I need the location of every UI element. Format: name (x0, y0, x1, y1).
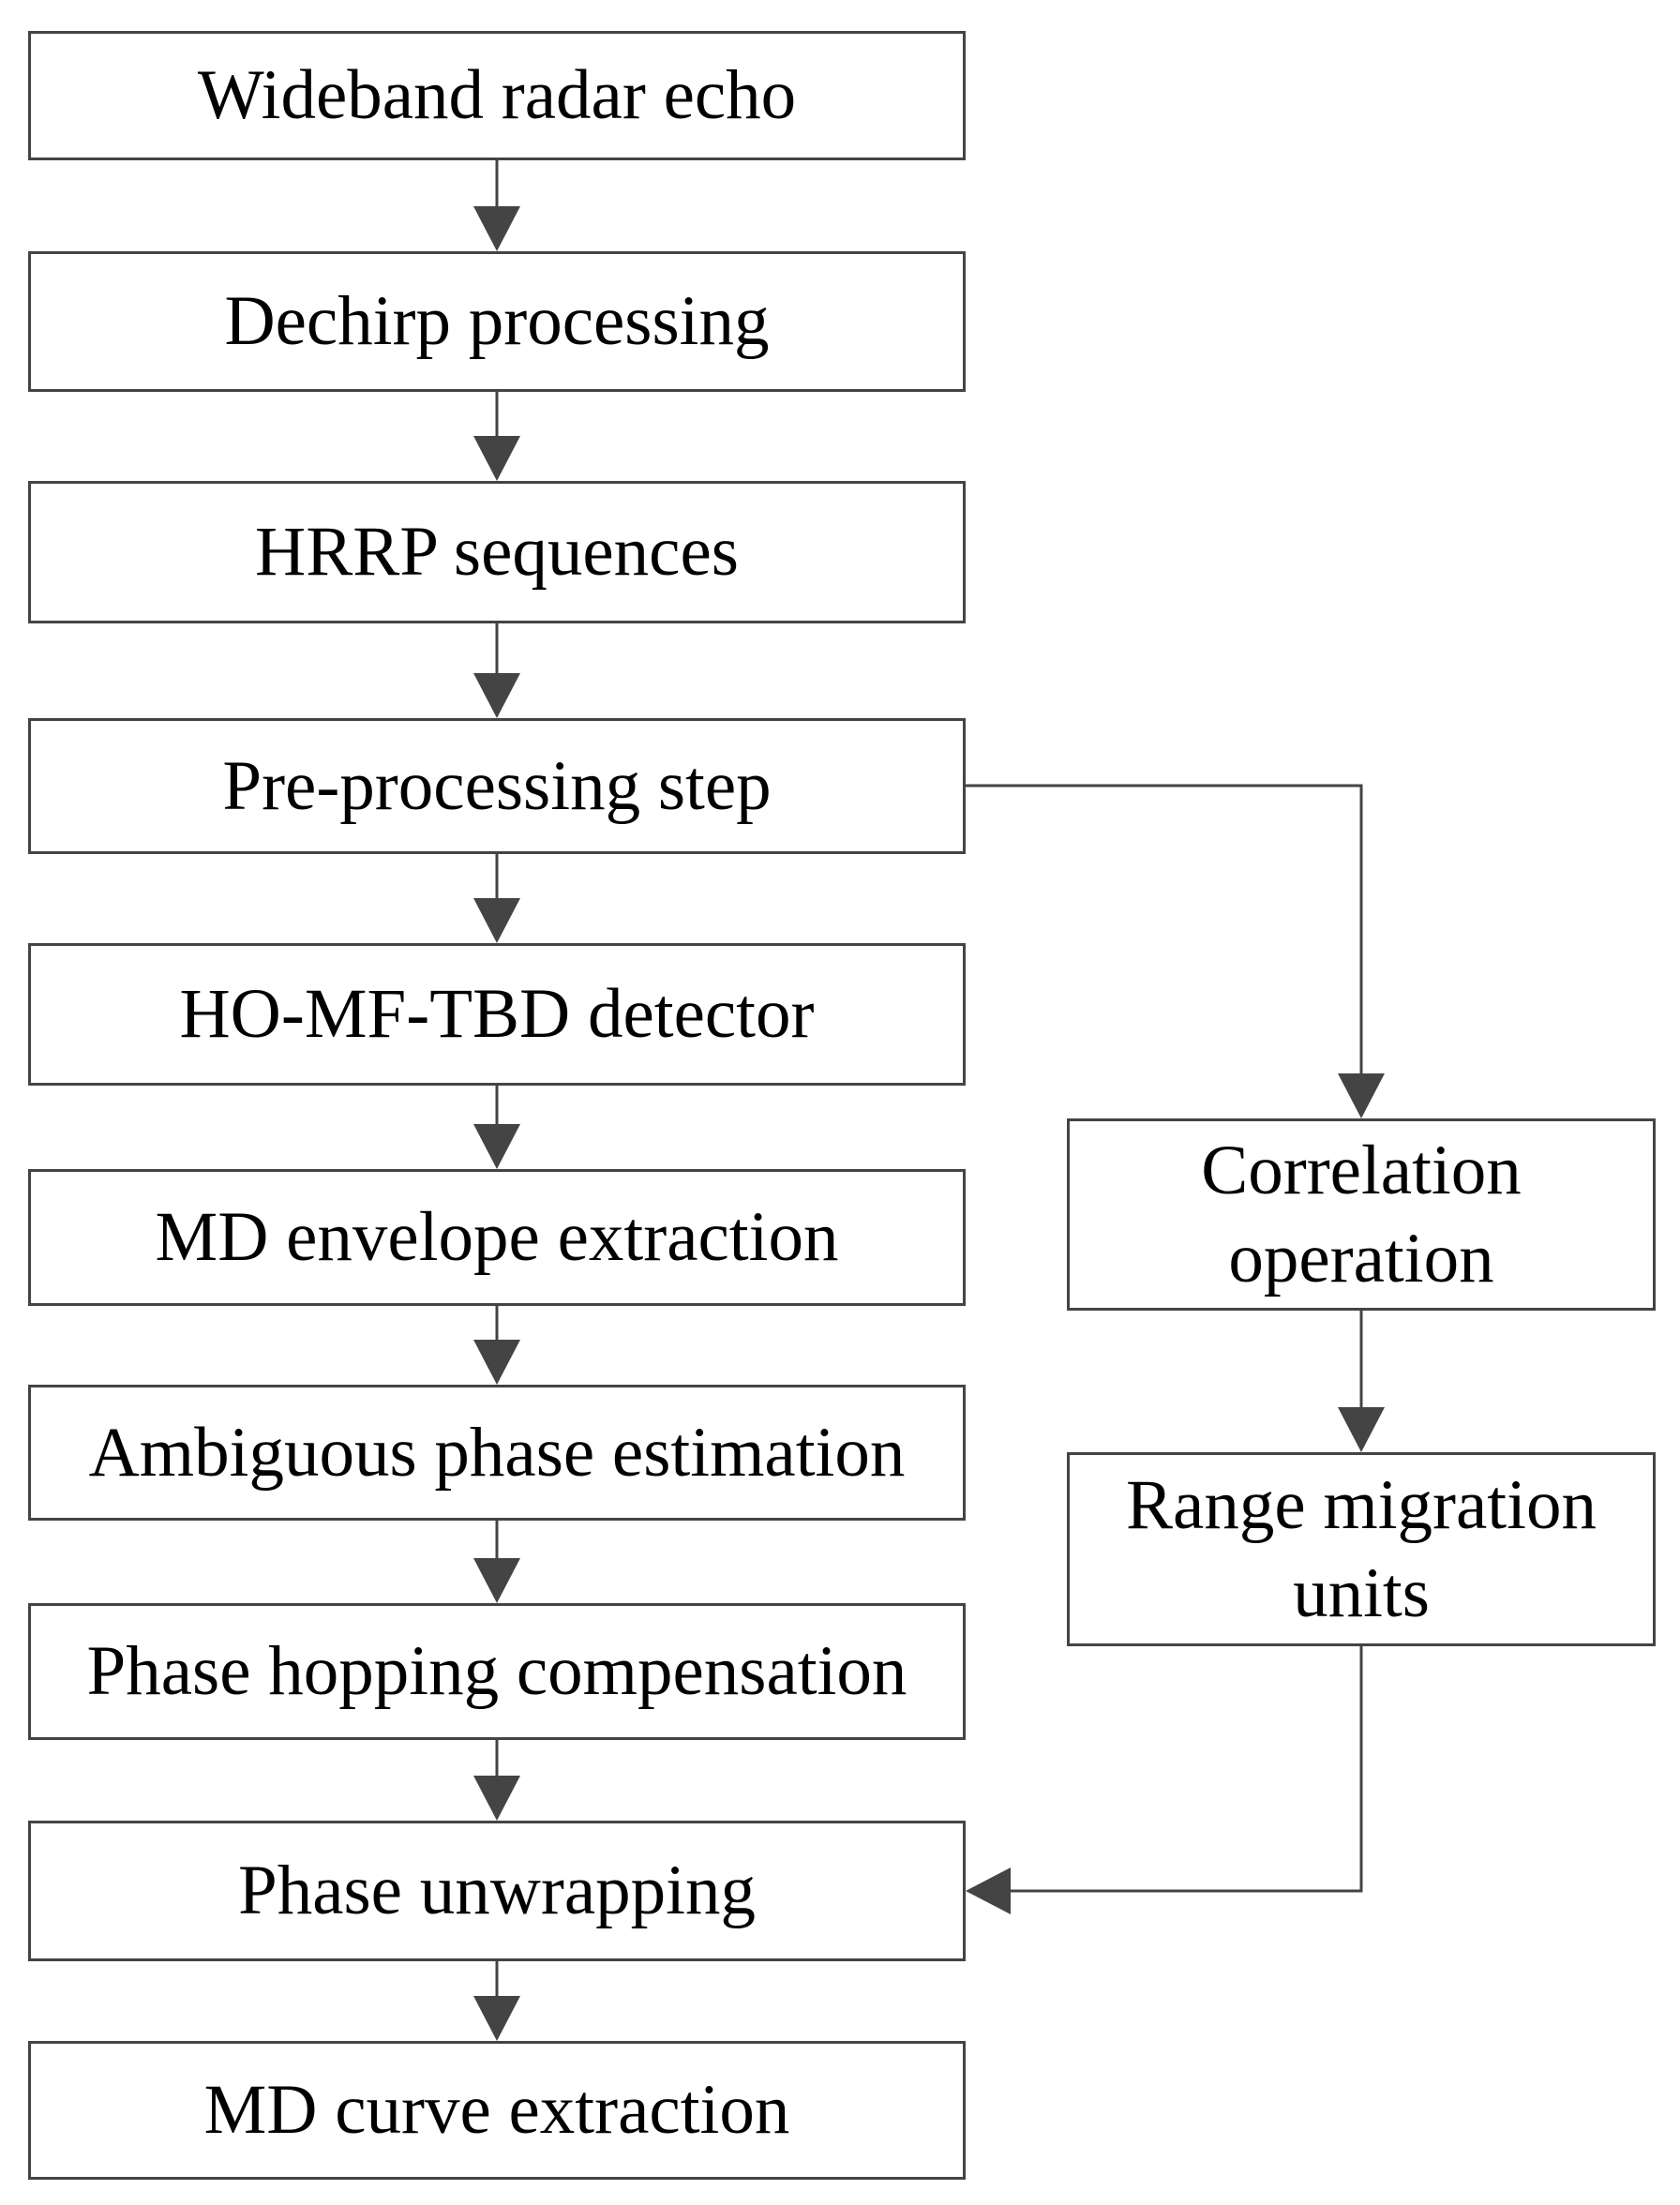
box-wideband-radar-echo: Wideband radar echo (28, 31, 966, 160)
arrow-range-migration-to-unwrapping (966, 1646, 1363, 1914)
box-ho-mf-tbd-detector: HO-MF-TBD detector (28, 943, 966, 1086)
box-ambiguous-phase-estimation: Ambiguous phase estimation (28, 1385, 966, 1521)
box-phase-unwrapping: Phase unwrapping (28, 1821, 966, 1961)
box-dechirp-processing: Dechirp processing (28, 251, 966, 392)
box-pre-processing-step: Pre-processing step (28, 718, 966, 854)
side-branch-arrows (966, 784, 1385, 1914)
box-label: MD curve extraction (203, 2071, 790, 2150)
box-label: Dechirp processing (224, 282, 770, 361)
box-label-line-2: operation (1228, 1219, 1494, 1298)
arrow-hopping-to-unwrapping (473, 1740, 520, 1821)
box-label: Pre-processing step (222, 746, 772, 825)
arrow-envelope-to-ambiguous (473, 1306, 520, 1385)
box-label: MD envelope extraction (155, 1198, 839, 1277)
box-label-line-1: Correlation (1201, 1131, 1522, 1209)
box-md-curve-extraction: MD curve extraction (28, 2041, 966, 2180)
box-phase-hopping-compensation: Phase hopping compensation (28, 1603, 966, 1740)
arrow-hrrp-to-preprocessing (473, 623, 520, 718)
arrow-ambiguous-to-hopping (473, 1521, 520, 1603)
box-label-line-2: units (1293, 1553, 1430, 1632)
box-label: Phase unwrapping (238, 1852, 756, 1930)
box-label: HRRP sequences (255, 513, 739, 592)
box-range-migration-units: Range migration units (1067, 1452, 1656, 1646)
box-correlation-operation: Correlation operation (1067, 1118, 1656, 1311)
box-label: Wideband radar echo (197, 56, 797, 135)
arrow-preprocessing-to-detector (473, 854, 520, 943)
box-label: HO-MF-TBD detector (179, 975, 815, 1054)
box-label: Phase hopping compensation (86, 1632, 908, 1711)
arrow-detector-to-envelope (473, 1086, 520, 1169)
arrow-echo-to-dechirp (473, 160, 520, 251)
box-hrrp-sequences: HRRP sequences (28, 481, 966, 623)
arrow-dechirp-to-hrrp (473, 392, 520, 481)
arrow-preprocessing-to-correlation (966, 784, 1385, 1118)
arrow-correlation-to-range-migration (1338, 1311, 1385, 1452)
box-md-envelope-extraction: MD envelope extraction (28, 1169, 966, 1306)
arrow-unwrapping-to-curve (473, 1961, 520, 2041)
box-label-line-1: Range migration (1126, 1465, 1597, 1544)
main-flow-arrows (473, 160, 520, 2041)
box-label: Ambiguous phase estimation (88, 1413, 906, 1492)
